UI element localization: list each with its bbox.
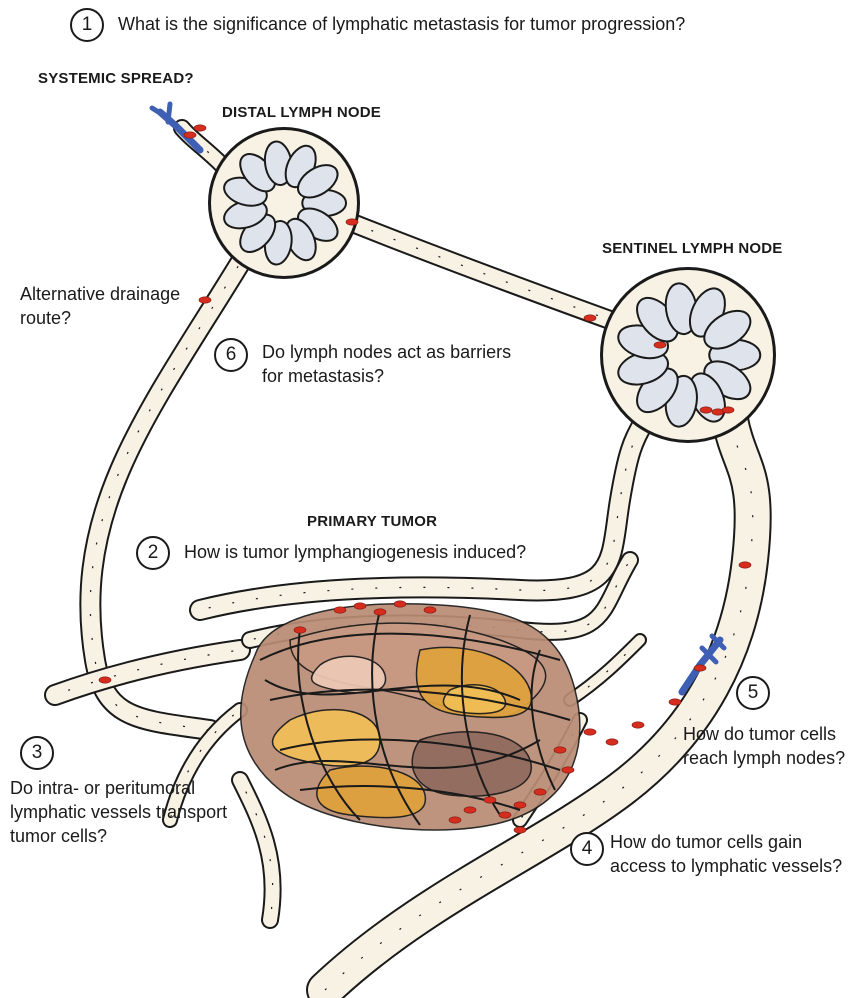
question-number-1: 1 — [70, 8, 104, 42]
question-4-line-1: How do tumor cells gain — [610, 830, 842, 854]
question-4-text: How do tumor cells gain access to lympha… — [610, 830, 842, 878]
tumor-cell — [484, 797, 496, 803]
tumor-cell — [199, 297, 211, 303]
question-5-line-2: reach lymph nodes? — [683, 746, 845, 770]
lymphatic-vessel — [570, 640, 640, 700]
tumor-cell — [334, 607, 346, 613]
tumor-cell — [499, 812, 511, 818]
tumor-cell — [394, 601, 406, 607]
question-6-text: Do lymph nodes act as barriers for metas… — [262, 340, 511, 388]
tumor-cell — [184, 132, 196, 138]
tumor-cell — [562, 767, 574, 773]
lymphatic-vessel — [200, 410, 650, 610]
primary-tumor-label: PRIMARY TUMOR — [307, 513, 437, 530]
tumor-cell — [584, 315, 596, 321]
distal-lymph-node — [208, 127, 360, 279]
lymphatic-vessel — [240, 780, 273, 920]
tumor-cell — [464, 807, 476, 813]
question-6-line-2: for metastasis? — [262, 364, 511, 388]
blood-vessel-branch — [152, 104, 170, 122]
sentinel-lymph-node — [600, 267, 776, 443]
question-5-line-1: How do tumor cells — [683, 722, 845, 746]
question-number-5: 5 — [736, 676, 770, 710]
tumor-cell — [424, 607, 436, 613]
question-number-4: 4 — [570, 832, 604, 866]
question-3-line-3: tumor cells? — [10, 824, 227, 848]
tumor-cell — [449, 817, 461, 823]
tumor-cell — [632, 722, 644, 728]
tumor-region — [443, 685, 505, 714]
tumor-cell — [554, 747, 566, 753]
tumor-cell — [700, 407, 712, 413]
tumor-cell — [346, 219, 358, 225]
tumor-cell — [514, 802, 526, 808]
tumor-cell — [99, 677, 111, 683]
tumor-cell — [606, 739, 618, 745]
tumor-cell — [514, 827, 526, 833]
tumor-cell — [654, 342, 666, 348]
primary-tumor-mass — [241, 604, 580, 830]
tumor-cell — [534, 789, 546, 795]
question-3-text: Do intra- or peritumoral lymphatic vesse… — [10, 776, 227, 848]
tumor-cell — [294, 627, 306, 633]
tumor-cell — [694, 665, 706, 671]
alternative-drainage-line-2: route? — [20, 306, 180, 330]
question-6-line-1: Do lymph nodes act as barriers — [262, 340, 511, 364]
tumor-cell — [374, 609, 386, 615]
sentinel-lymph-node-label: SENTINEL LYMPH NODE — [602, 240, 783, 257]
tumor-cell — [354, 603, 366, 609]
question-number-6: 6 — [214, 338, 248, 372]
systemic-spread-label: SYSTEMIC SPREAD? — [38, 70, 194, 87]
question-number-2: 2 — [136, 536, 170, 570]
distal-lymph-node-label: DISTAL LYMPH NODE — [222, 104, 381, 121]
tumor-cell — [722, 407, 734, 413]
question-3-line-2: lymphatic vessels transport — [10, 800, 227, 824]
lymphatic-vessel — [350, 222, 610, 320]
question-number-3: 3 — [20, 736, 54, 770]
tumor-cell — [669, 699, 681, 705]
question-5-text: How do tumor cells reach lymph nodes? — [683, 722, 845, 770]
question-1-text: What is the significance of lymphatic me… — [118, 12, 685, 36]
alternative-drainage-label: Alternative drainage route? — [20, 282, 180, 330]
alternative-drainage-line-1: Alternative drainage — [20, 282, 180, 306]
tumor-cell — [194, 125, 206, 131]
question-4-line-2: access to lymphatic vessels? — [610, 854, 842, 878]
tumor-cell — [739, 562, 751, 568]
tumor-cell — [584, 729, 596, 735]
question-2-text: How is tumor lymphangiogenesis induced? — [184, 540, 526, 564]
question-3-line-1: Do intra- or peritumoral — [10, 776, 227, 800]
